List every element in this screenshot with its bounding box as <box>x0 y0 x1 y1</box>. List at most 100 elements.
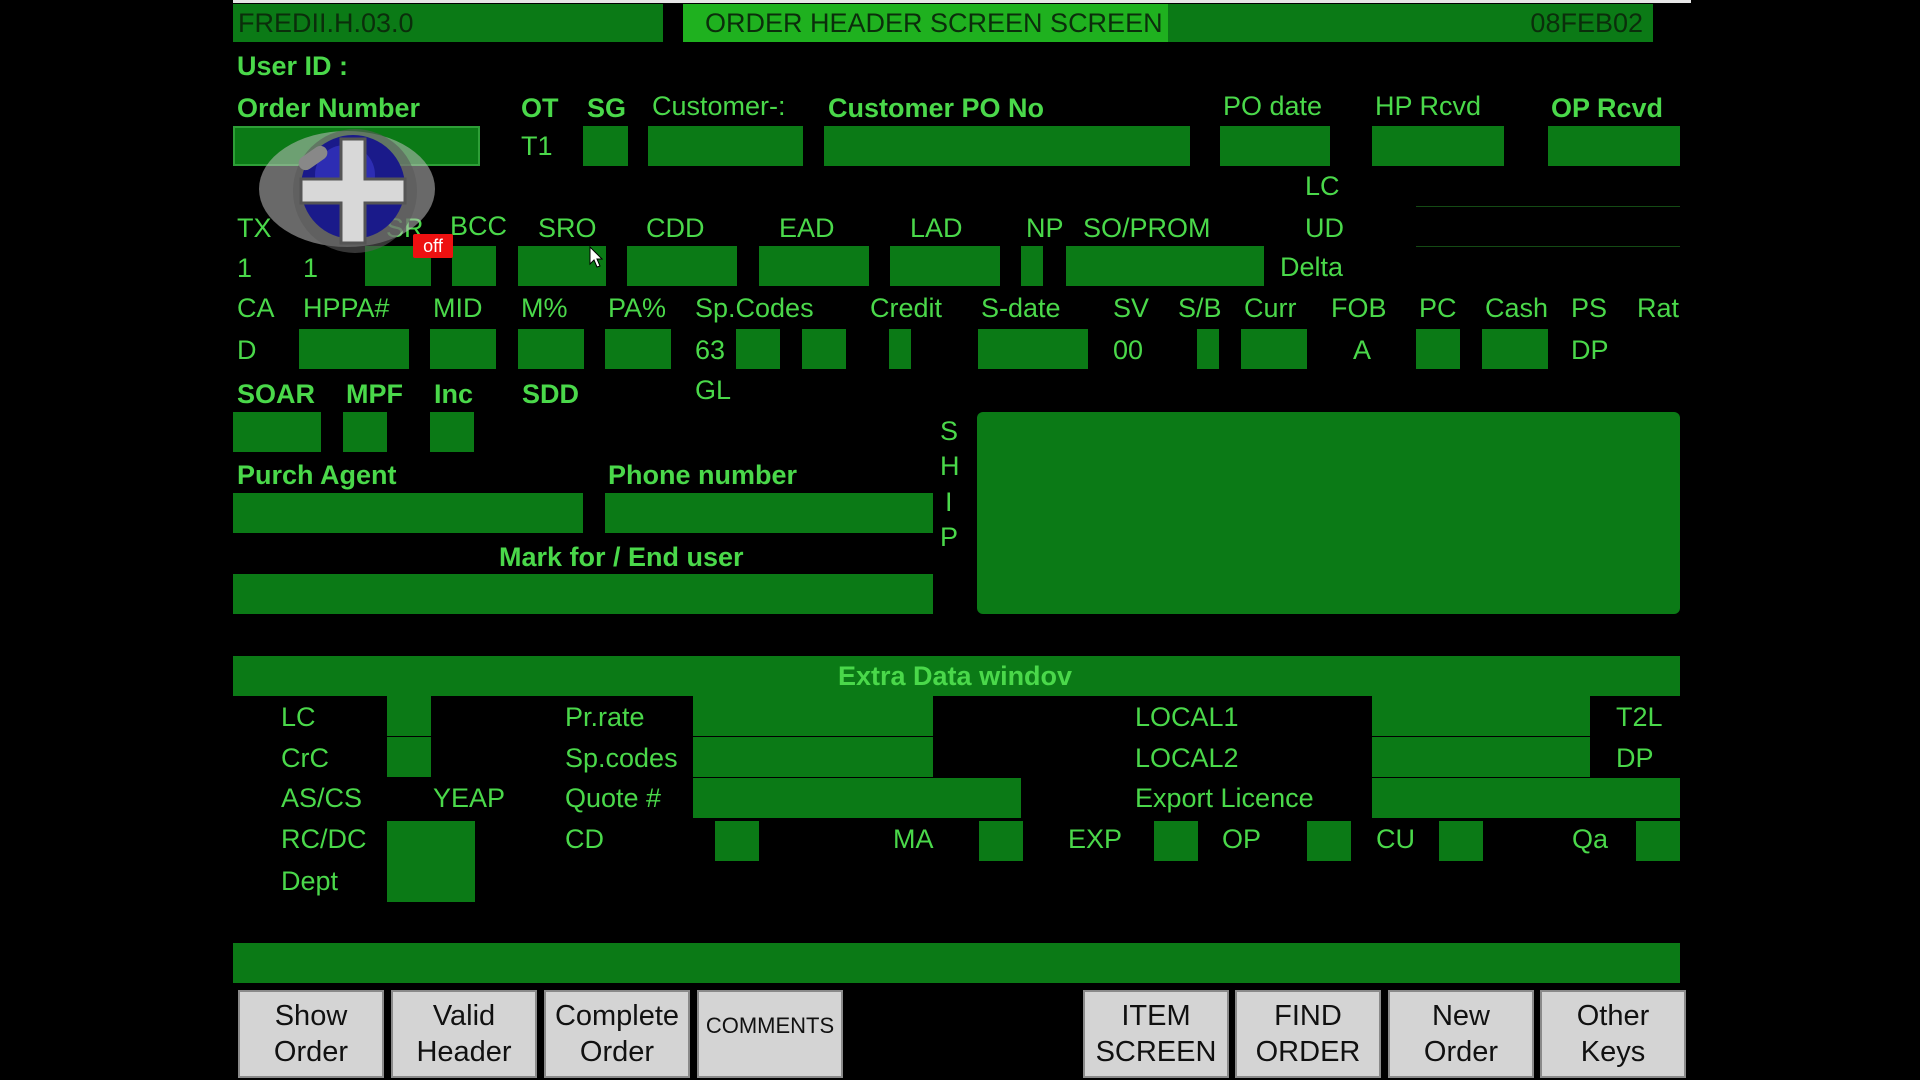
valid-header-button[interactable]: Valid Header <box>391 990 537 1078</box>
ps-value: DP <box>1571 335 1609 365</box>
exp-input[interactable] <box>1154 821 1198 861</box>
local1-input[interactable] <box>1372 696 1590 736</box>
inc-input[interactable] <box>430 412 474 452</box>
pr-rate-input[interactable] <box>693 696 933 736</box>
customer-input[interactable] <box>648 126 803 166</box>
po-date-label: PO date <box>1223 91 1323 121</box>
sro-label: SRO <box>538 213 597 243</box>
customer-label: Customer-: <box>652 91 786 121</box>
delta-label: Delta <box>1280 252 1344 282</box>
bcc-input[interactable] <box>452 246 496 286</box>
op-label: OP <box>1222 824 1262 854</box>
local2-input[interactable] <box>1372 737 1590 777</box>
export-licence-label: Export Licence <box>1135 783 1314 813</box>
find-order-button[interactable]: FIND ORDER <box>1235 990 1381 1078</box>
extra-lc-label: LC <box>281 702 316 732</box>
po-date-input[interactable] <box>1220 126 1330 166</box>
pc-label: PC <box>1419 293 1457 323</box>
sp-codes-extra-input[interactable] <box>693 737 933 777</box>
m-pct-label: M% <box>521 293 568 323</box>
ship-letter-p: P <box>940 522 959 552</box>
soar-input[interactable] <box>233 412 321 452</box>
cu-label: CU <box>1376 824 1415 854</box>
so-prom-label: SO/PROM <box>1083 213 1211 243</box>
comments-button[interactable]: COMMENTS <box>697 990 843 1078</box>
other-keys-button[interactable]: Other Keys <box>1540 990 1686 1078</box>
op-rcvd-input[interactable] <box>1548 126 1680 166</box>
m-pct-input[interactable] <box>518 329 584 369</box>
cu-input[interactable] <box>1439 821 1483 861</box>
customer-po-input[interactable] <box>824 126 1190 166</box>
ot-label: OT <box>521 93 559 123</box>
lad-input[interactable] <box>890 246 1000 286</box>
sdd-label: SDD <box>522 379 580 409</box>
sb-label: S/B <box>1178 293 1222 323</box>
exp-label: EXP <box>1068 824 1123 854</box>
cdd-input[interactable] <box>627 246 737 286</box>
mid-input[interactable] <box>430 329 496 369</box>
dept-label: Dept <box>281 866 339 896</box>
hppa-input[interactable] <box>299 329 409 369</box>
tx-value: 1 <box>237 253 253 283</box>
terminal-screen: FREDII.H.03.0 ORDER HEADER SCREEN SCREEN… <box>233 0 1691 1080</box>
quote-input[interactable] <box>693 778 1021 818</box>
pc-input[interactable] <box>1416 329 1460 369</box>
mpf-input[interactable] <box>343 412 387 452</box>
purch-agent-input[interactable] <box>233 493 583 533</box>
cd-input[interactable] <box>715 821 759 861</box>
export-licence-input[interactable] <box>1372 778 1680 818</box>
ead-input[interactable] <box>759 246 869 286</box>
curr-input[interactable] <box>1241 329 1307 369</box>
sp-codes-input-1[interactable] <box>736 329 780 369</box>
ship-letter-h: H <box>940 451 960 481</box>
rc-dc-input[interactable] <box>387 821 475 902</box>
sv-label: SV <box>1113 293 1150 323</box>
program-id-bar: FREDII.H.03.0 <box>233 4 663 42</box>
ot-value: T1 <box>521 131 553 161</box>
new-order-button[interactable]: New Order <box>1388 990 1534 1078</box>
s-date-input[interactable] <box>978 329 1088 369</box>
user-id-label: User ID : <box>237 51 349 81</box>
sp-codes-input-2[interactable] <box>802 329 846 369</box>
s-date-label: S-date <box>981 293 1061 323</box>
crc-input[interactable] <box>387 737 431 777</box>
qa-input[interactable] <box>1636 821 1680 861</box>
ca-value: D <box>237 335 257 365</box>
item-screen-button[interactable]: ITEM SCREEN <box>1083 990 1229 1078</box>
complete-order-button[interactable]: Complete Order <box>544 990 690 1078</box>
extra-lc-input[interactable] <box>387 696 431 736</box>
order-number-label: Order Number <box>237 93 421 123</box>
cdd-label: CDD <box>646 213 705 243</box>
soar-label: SOAR <box>237 379 316 409</box>
pa-pct-input[interactable] <box>605 329 671 369</box>
mpf-label: MPF <box>346 379 403 409</box>
ma-input[interactable] <box>979 821 1023 861</box>
program-id: FREDII.H.03.0 <box>238 8 414 38</box>
mouse-pointer-icon <box>589 245 604 273</box>
show-order-button[interactable]: Show Order <box>238 990 384 1078</box>
sg-input[interactable] <box>583 126 628 166</box>
rat-label: Rat <box>1637 293 1680 323</box>
move-cursor-icon[interactable] <box>255 125 435 275</box>
mark-for-label: Mark for / End user <box>499 542 744 572</box>
off-badge[interactable]: off <box>413 234 453 258</box>
phone-number-input[interactable] <box>605 493 933 533</box>
so-prom-input[interactable] <box>1066 246 1264 286</box>
ead-label: EAD <box>779 213 835 243</box>
gl-label: GL <box>695 375 732 405</box>
hp-rcvd-input[interactable] <box>1372 126 1504 166</box>
sp-codes-value: 63 <box>695 335 726 365</box>
ship-address-input[interactable] <box>977 412 1680 614</box>
phone-number-label: Phone number <box>608 460 798 490</box>
np-input[interactable] <box>1021 246 1043 286</box>
cash-input[interactable] <box>1482 329 1548 369</box>
credit-input[interactable] <box>889 329 911 369</box>
sb-input[interactable] <box>1197 329 1219 369</box>
op-input[interactable] <box>1307 821 1351 861</box>
tx-label: TX <box>237 213 272 243</box>
ps-label: PS <box>1571 293 1608 323</box>
qa-label: Qa <box>1572 824 1609 854</box>
lc-line <box>1416 206 1680 207</box>
mark-for-input[interactable] <box>233 574 933 614</box>
hp-rcvd-label: HP Rcvd <box>1375 91 1482 121</box>
